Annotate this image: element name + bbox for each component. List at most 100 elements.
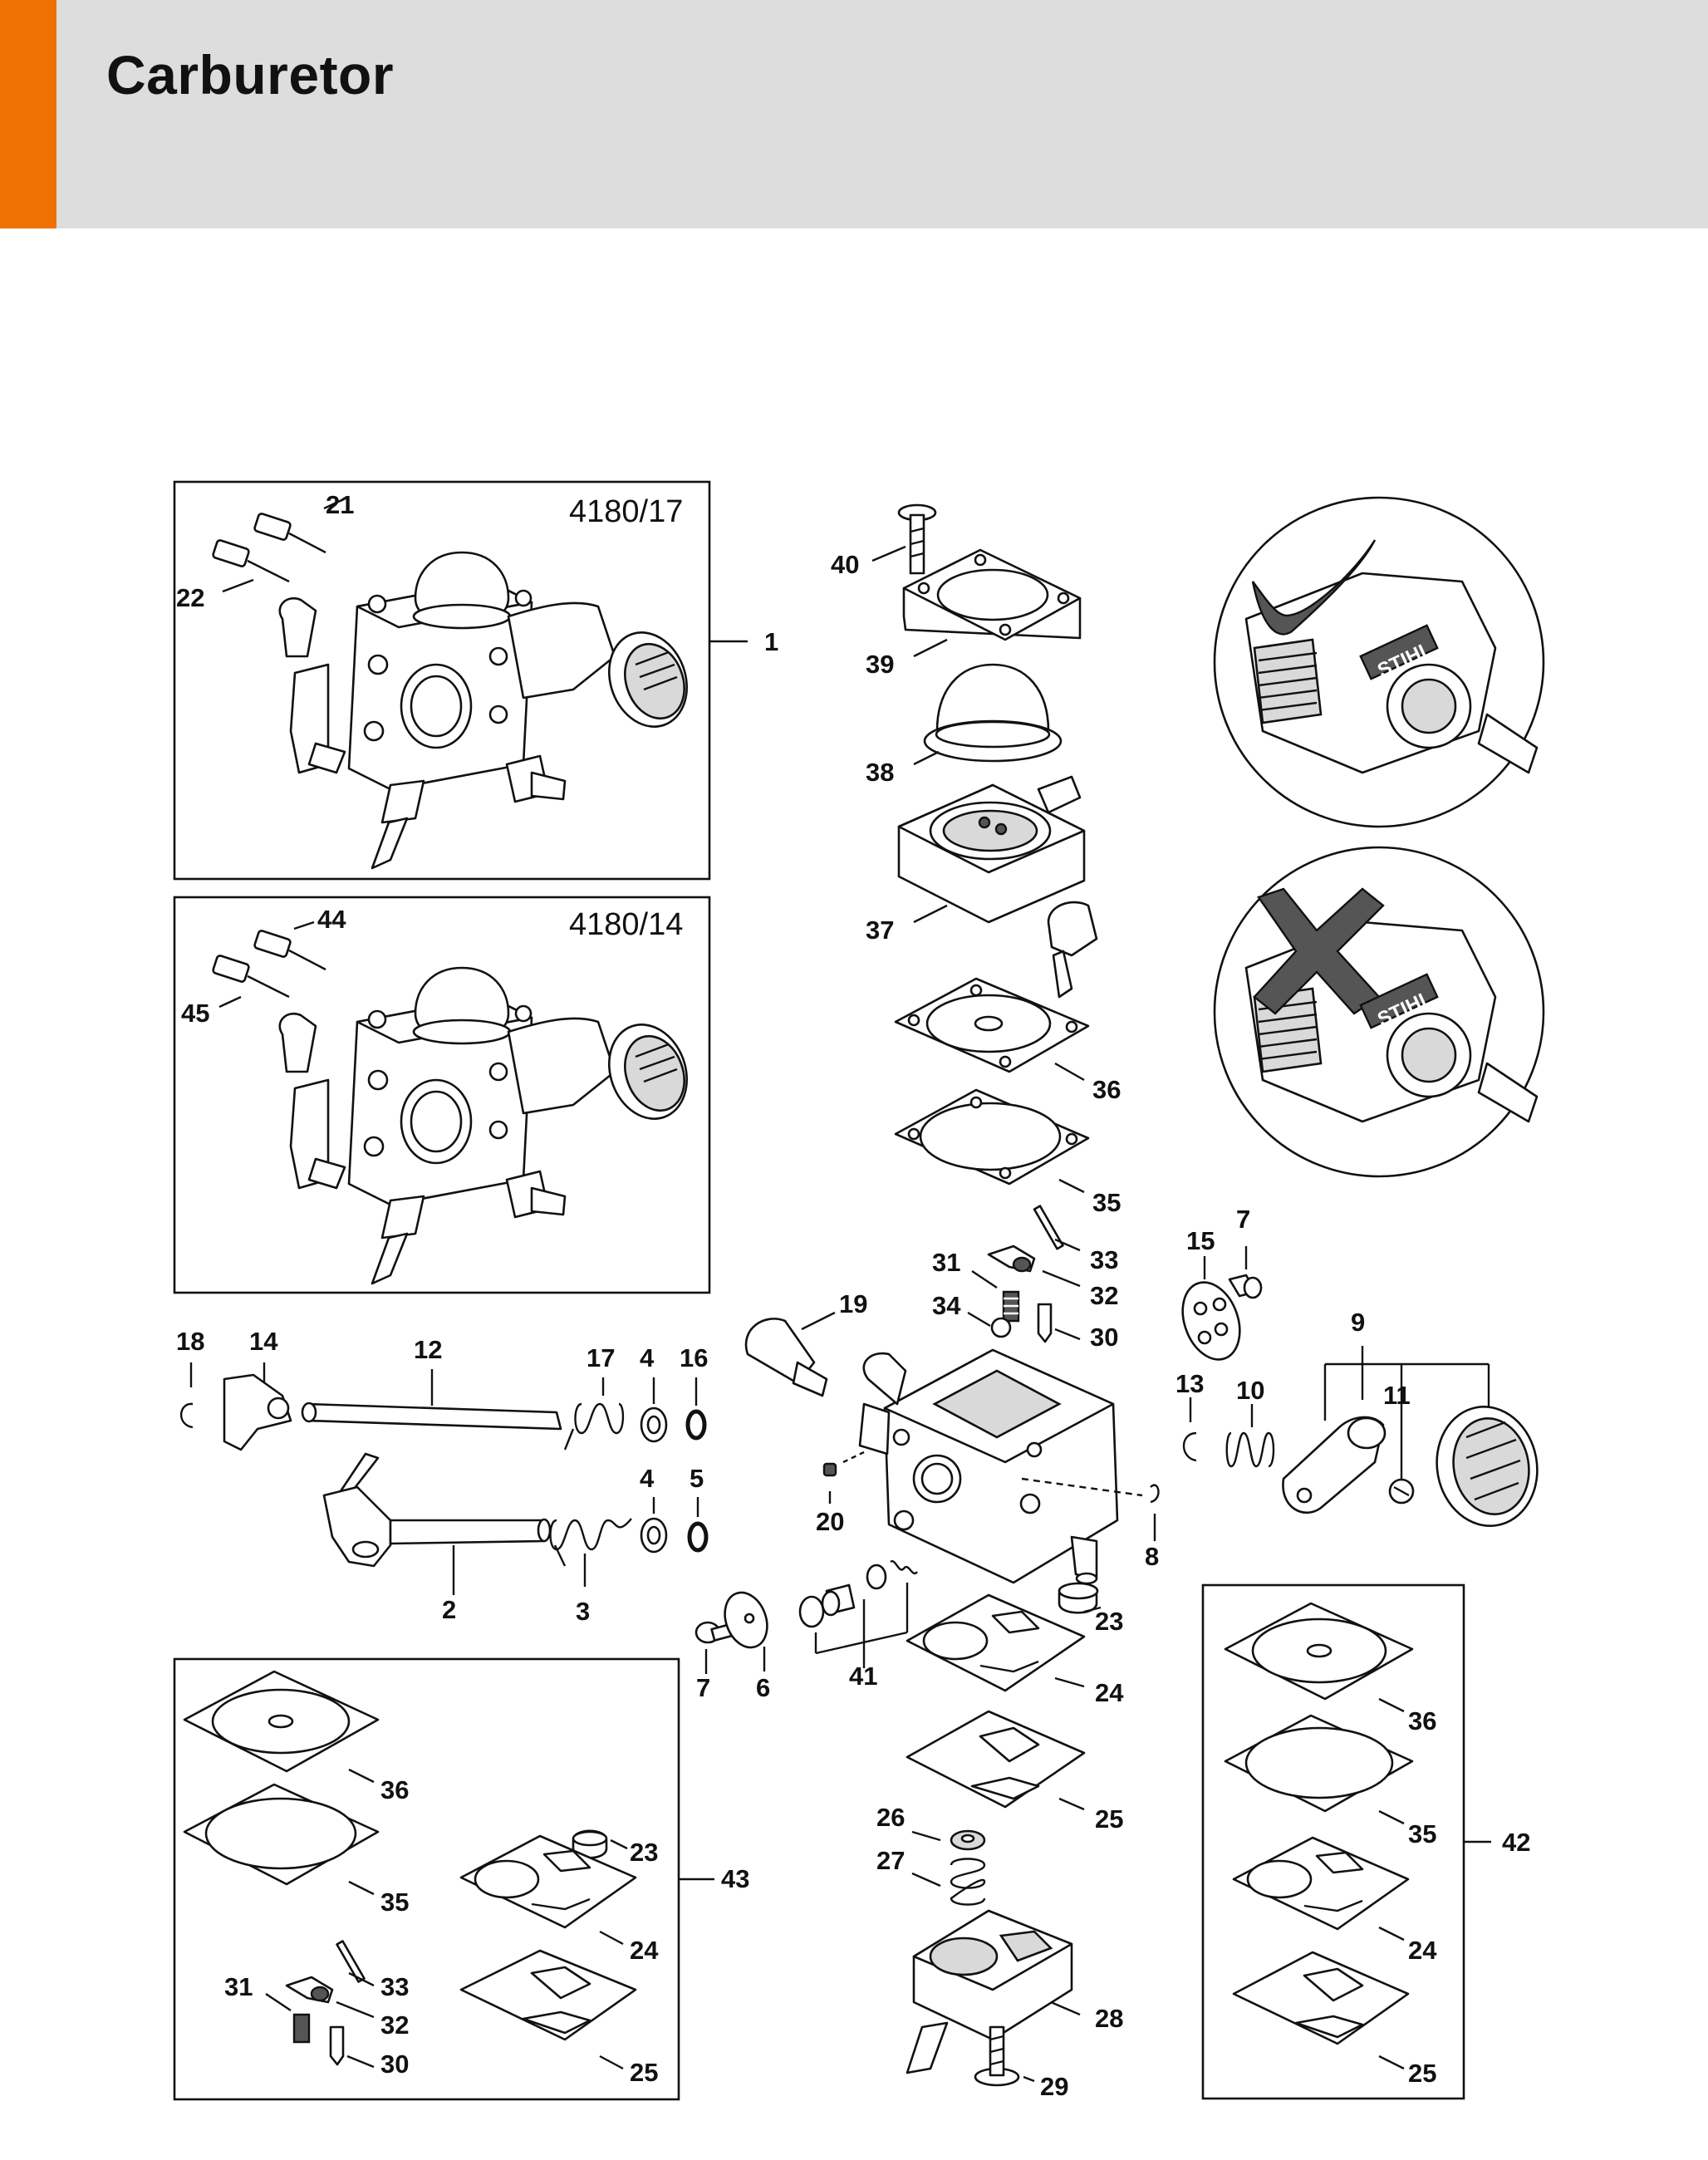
washer-26: 26 — [876, 1803, 986, 1851]
part-label: 21 — [326, 490, 354, 519]
part-label: 25 — [1408, 2059, 1436, 2088]
spring-10: 10 — [1225, 1376, 1275, 1468]
screw-29: 29 — [974, 2025, 1068, 2101]
lever-14: 14 — [223, 1327, 292, 1451]
part-label: 25 — [630, 2058, 658, 2087]
washer-4b: 4 — [640, 1464, 668, 1554]
page-header — [0, 0, 1708, 228]
part-label: 4 — [640, 1464, 655, 1493]
carburetor-body — [858, 1348, 1143, 1585]
screw-7b: 7 — [694, 1621, 734, 1702]
choke-assembly-9: 9 — [1323, 1308, 1490, 1479]
circlip-8: 8 — [1145, 1484, 1160, 1571]
part-label: 31 — [224, 1972, 253, 2001]
part-label: 12 — [414, 1335, 442, 1364]
adjusting-screw-21 — [253, 495, 350, 554]
part-label: 36 — [1092, 1075, 1121, 1104]
adjusting-screw-45 — [212, 955, 290, 1009]
inset-4180-17: 4180/17 1 21 22 — [173, 480, 778, 881]
part-label: 32 — [1090, 1281, 1118, 1310]
kit-label: 43 — [721, 1864, 749, 1893]
part-label: 19 — [839, 1289, 867, 1318]
circlip-18: 18 — [176, 1327, 204, 1429]
part-label: 38 — [866, 758, 894, 787]
adjusting-screw-44 — [253, 920, 326, 971]
part-label: 25 — [1095, 1804, 1123, 1834]
part-label: 36 — [1408, 1706, 1436, 1735]
part-label: 23 — [1095, 1607, 1123, 1636]
screw-7a: 7 — [1228, 1205, 1263, 1299]
inset-4180-14: 4180/14 44 45 — [173, 896, 711, 1294]
part-label: 44 — [317, 905, 346, 934]
part-label: 30 — [1090, 1323, 1118, 1352]
washer-4a: 4 — [640, 1343, 668, 1443]
page-title: Carburetor — [106, 44, 395, 106]
header-accent-bar — [0, 0, 56, 228]
part-label: 24 — [630, 1936, 659, 1965]
part-label: 26 — [876, 1803, 905, 1832]
part-label: 30 — [380, 2050, 409, 2079]
screw-11: 11 — [1383, 1381, 1415, 1505]
diaphragm-36: 36 — [894, 977, 1121, 1104]
part-label: 35 — [1092, 1188, 1121, 1217]
needle-lever-group: 33 32 31 34 30 — [932, 1205, 1118, 1352]
inset-code: 4180/14 — [569, 907, 683, 942]
inset-code: 4180/17 — [569, 494, 683, 529]
part-label: 3 — [576, 1597, 590, 1626]
gasket-25: 25 — [906, 1710, 1123, 1834]
part-label: 7 — [696, 1673, 710, 1702]
part-label: 32 — [380, 2010, 409, 2040]
part-label: 28 — [1095, 2004, 1123, 2033]
valve-parts-41: 41 — [798, 1559, 918, 1691]
pump-cover-37: 37 — [866, 775, 1098, 999]
carburetor-assembly-1 — [278, 551, 689, 870]
part-label: 23 — [630, 1838, 658, 1867]
part-label: 1 — [764, 627, 778, 656]
part-label: 11 — [1383, 1381, 1411, 1410]
engine-view-incorrect: STIHL — [1213, 846, 1545, 1178]
o-ring-16: 16 — [680, 1343, 708, 1441]
part-label: 9 — [1351, 1308, 1365, 1337]
part-label: 24 — [1095, 1678, 1124, 1707]
part-label: 33 — [1090, 1245, 1118, 1274]
torsion-spring-17: 17 — [563, 1343, 625, 1451]
gasket-35: 35 — [894, 1088, 1121, 1217]
part-label: 14 — [249, 1327, 278, 1356]
part-label: 10 — [1236, 1376, 1264, 1405]
pump-housing-28: 28 — [906, 1909, 1123, 2074]
part-label: 8 — [1145, 1542, 1159, 1571]
part-label: 35 — [1408, 1819, 1436, 1848]
part-label: 4 — [640, 1343, 655, 1372]
repair-kit-42: 42 36 35 24 25 — [1201, 1583, 1530, 2100]
part-label: 40 — [831, 550, 859, 579]
part-label: 39 — [866, 650, 894, 679]
intake-nozzle-19: 19 — [744, 1289, 867, 1397]
part-label: 5 — [690, 1464, 704, 1493]
torsion-spring-3: 3 — [549, 1518, 632, 1626]
part-label: 45 — [181, 999, 209, 1028]
part-label: 6 — [756, 1673, 770, 1702]
part-label: 29 — [1040, 2072, 1068, 2101]
part-label: 13 — [1175, 1369, 1204, 1398]
primer-bulb-38: 38 — [866, 663, 1063, 787]
part-label: 16 — [680, 1343, 708, 1372]
throttle-shaft-12: 12 — [301, 1335, 562, 1431]
kit-label: 42 — [1502, 1828, 1530, 1857]
choke-shaft-2: 2 — [322, 1452, 552, 1624]
valve-disc-6: 6 — [724, 1591, 770, 1702]
pin-20: 20 — [816, 1451, 865, 1536]
part-label: 31 — [932, 1248, 960, 1277]
engine-view-correct: STIHL — [1213, 496, 1545, 828]
adjusting-screw-22 — [212, 539, 290, 593]
part-label: 24 — [1408, 1936, 1437, 1965]
carburetor-assembly-variant — [278, 966, 689, 1285]
part-label: 34 — [932, 1291, 961, 1320]
part-label: 35 — [380, 1888, 409, 1917]
o-ring-5: 5 — [687, 1464, 709, 1553]
choke-lever — [1282, 1416, 1387, 1514]
choke-knob — [1436, 1406, 1539, 1527]
part-label: 15 — [1186, 1226, 1215, 1255]
spring-27: 27 — [876, 1846, 986, 1906]
part-label: 2 — [442, 1595, 456, 1624]
